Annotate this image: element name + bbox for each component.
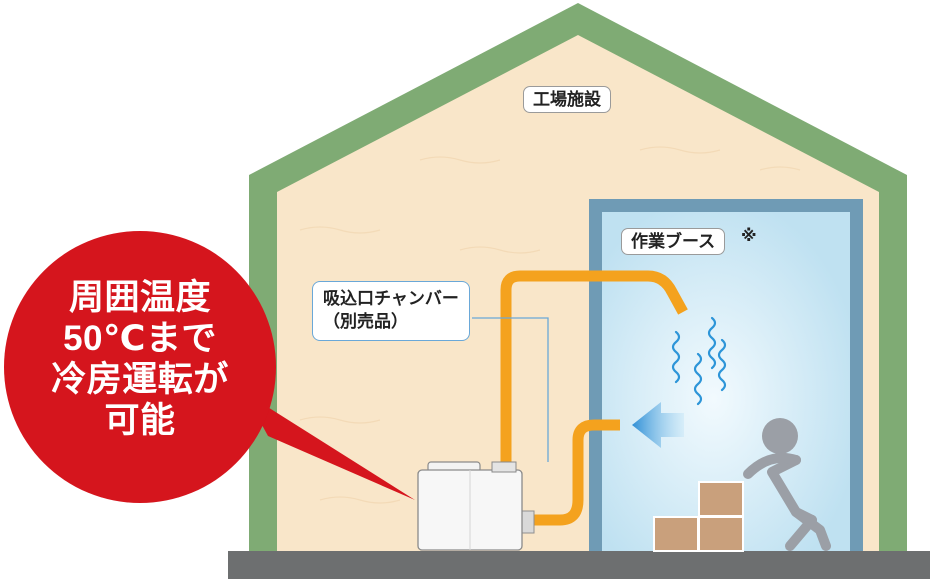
return-duct: [530, 419, 620, 526]
booth-note-mark: ※: [741, 228, 757, 245]
box-icon: [653, 481, 744, 552]
callout-line-4: 可能: [104, 400, 176, 440]
facility-label: 工場施設: [523, 86, 611, 113]
callout-line-1: 周囲温度: [68, 278, 211, 317]
person-icon: [743, 418, 831, 551]
wavy-air-icon: [671, 316, 727, 406]
callout-line-2: 50℃まで: [63, 318, 217, 358]
callout-bubble: [4, 231, 415, 503]
intake-chamber-label: 吸込口チャンバー （別売品）: [312, 281, 470, 341]
callout-text: 周囲温度 50℃まで 冷房運転が 可能: [18, 278, 262, 442]
chamber-leader-line: [472, 317, 549, 462]
intake-chamber-label-line2: （別売品）: [323, 311, 408, 331]
supply-duct: [500, 270, 688, 466]
intake-chamber-label-line1: 吸込口チャンバー: [323, 289, 459, 308]
callout-line-3: 冷房運転が: [51, 359, 229, 399]
cooling-unit-icon: [417, 461, 523, 551]
work-booth-label: 作業ブース: [621, 228, 726, 255]
airflow-arrow-icon: [632, 402, 684, 448]
ground: [228, 551, 930, 579]
